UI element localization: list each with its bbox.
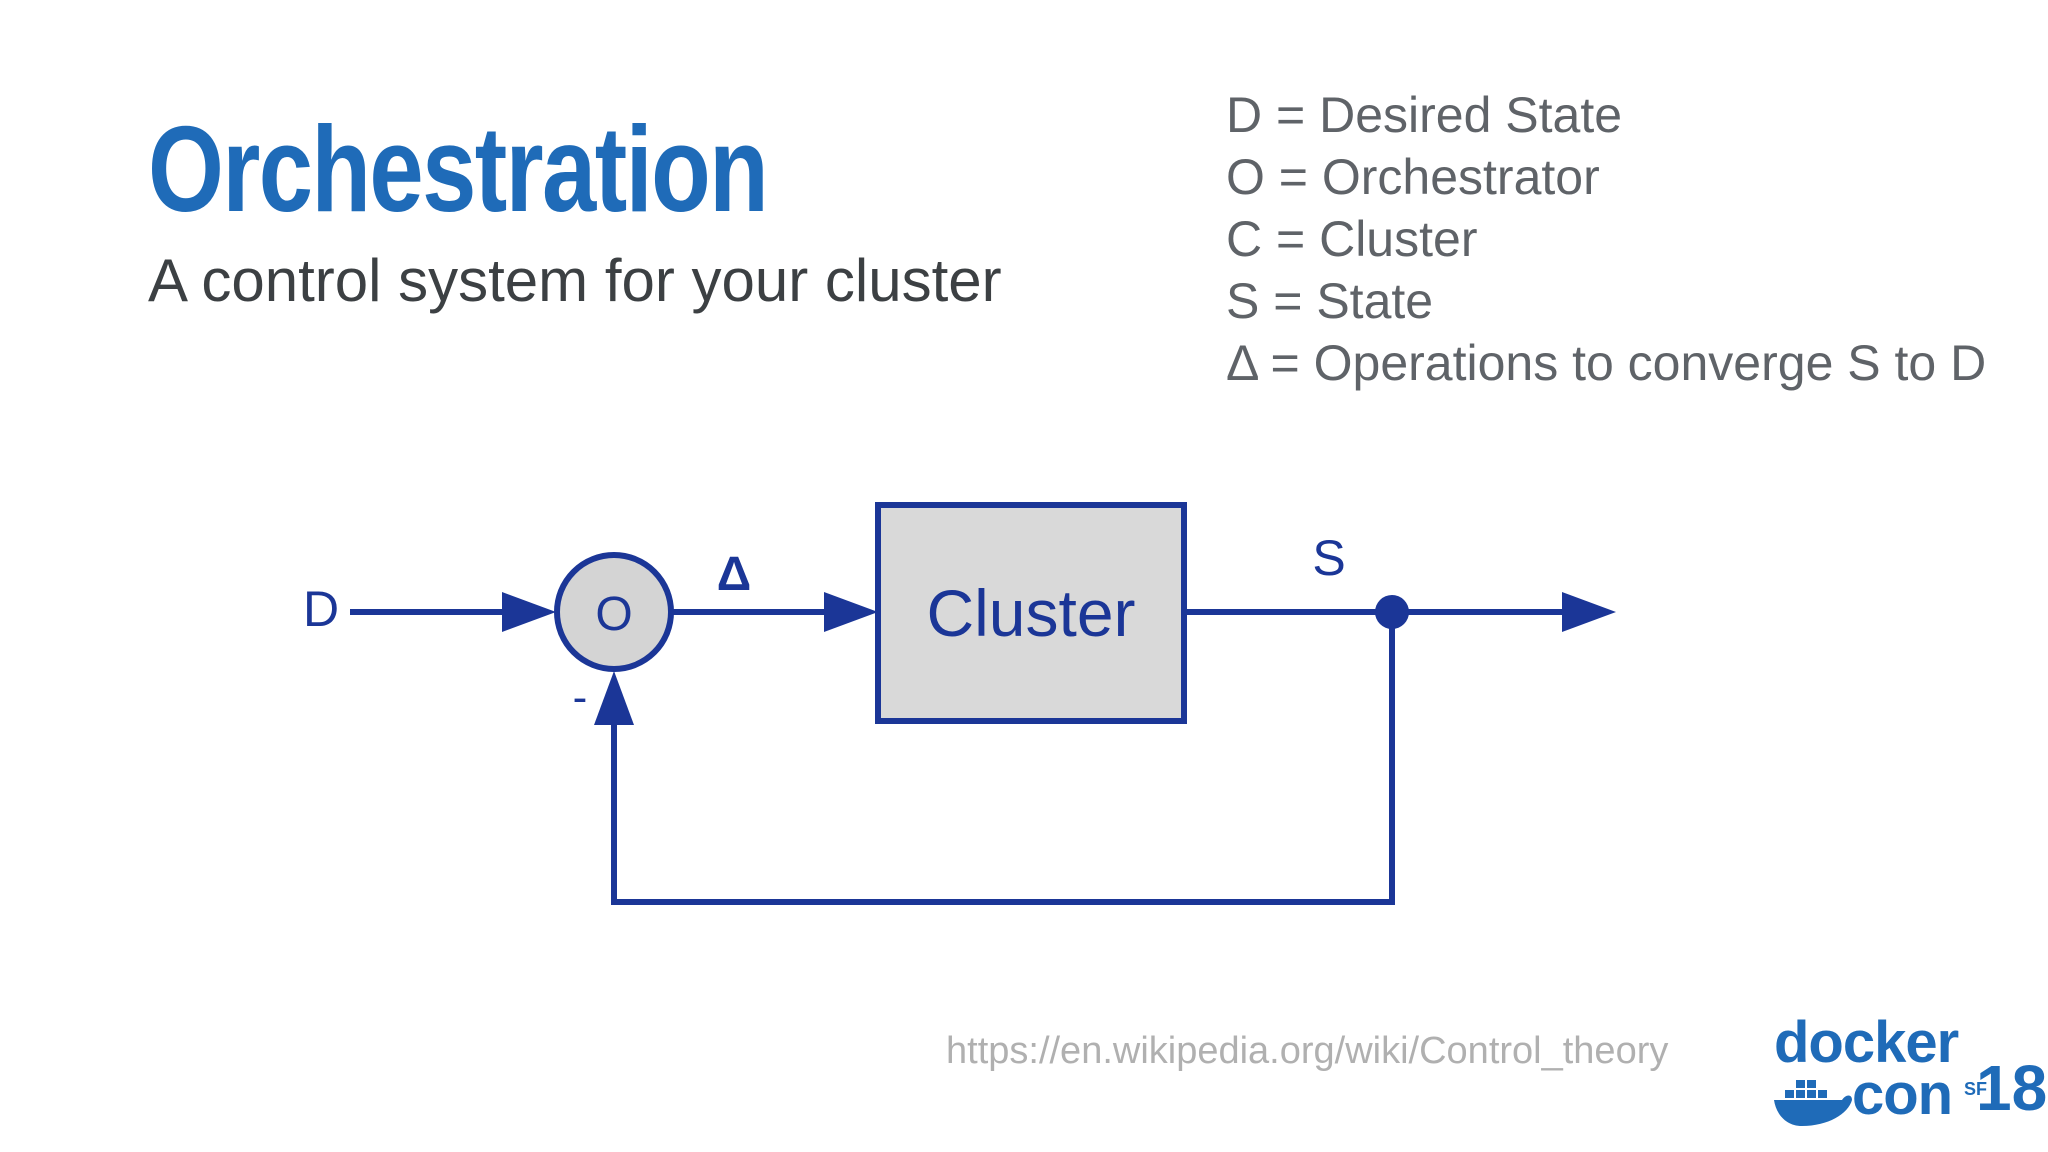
dockercon-logo: docker con SF 18 <box>1772 1010 2047 1134</box>
feedback-loop-line <box>611 612 1395 905</box>
delta-arrowhead <box>824 592 878 632</box>
legend: D = Desired State O = Orchestrator C = C… <box>1226 84 1986 394</box>
state-label: S <box>1312 530 1345 586</box>
source-link[interactable]: https://en.wikipedia.org/wiki/Control_th… <box>946 1030 1669 1072</box>
input-label: D <box>303 581 339 637</box>
delta-label: Δ <box>717 548 752 601</box>
input-arrowhead <box>502 592 556 632</box>
logo-year: 18 <box>1976 1052 2048 1124</box>
logo-badge: SF <box>1964 1079 1988 1099</box>
output-arrowhead <box>1562 592 1616 632</box>
legend-item-desired-state: D = Desired State <box>1226 87 1623 143</box>
legend-item-operations: Δ = Operations to converge S to D <box>1226 335 1987 391</box>
orchestrator-label: O <box>595 588 632 641</box>
slide-subtitle: A control system for your cluster <box>148 247 1002 314</box>
feedback-arrowhead <box>594 671 634 725</box>
legend-item-orchestrator: O = Orchestrator <box>1226 149 1600 205</box>
logo-wordmark-con: con <box>1852 1062 1953 1127</box>
logo-wordmark-docker: docker <box>1774 1010 1959 1075</box>
feedback-sign-label: - <box>573 673 588 722</box>
slide-title: Orchestration <box>148 101 769 237</box>
legend-item-cluster: C = Cluster <box>1226 211 1478 267</box>
legend-item-state: S = State <box>1226 273 1434 329</box>
cluster-block <box>875 502 1187 724</box>
whale-icon <box>1774 1080 1852 1126</box>
cluster-label: Cluster <box>926 576 1135 650</box>
